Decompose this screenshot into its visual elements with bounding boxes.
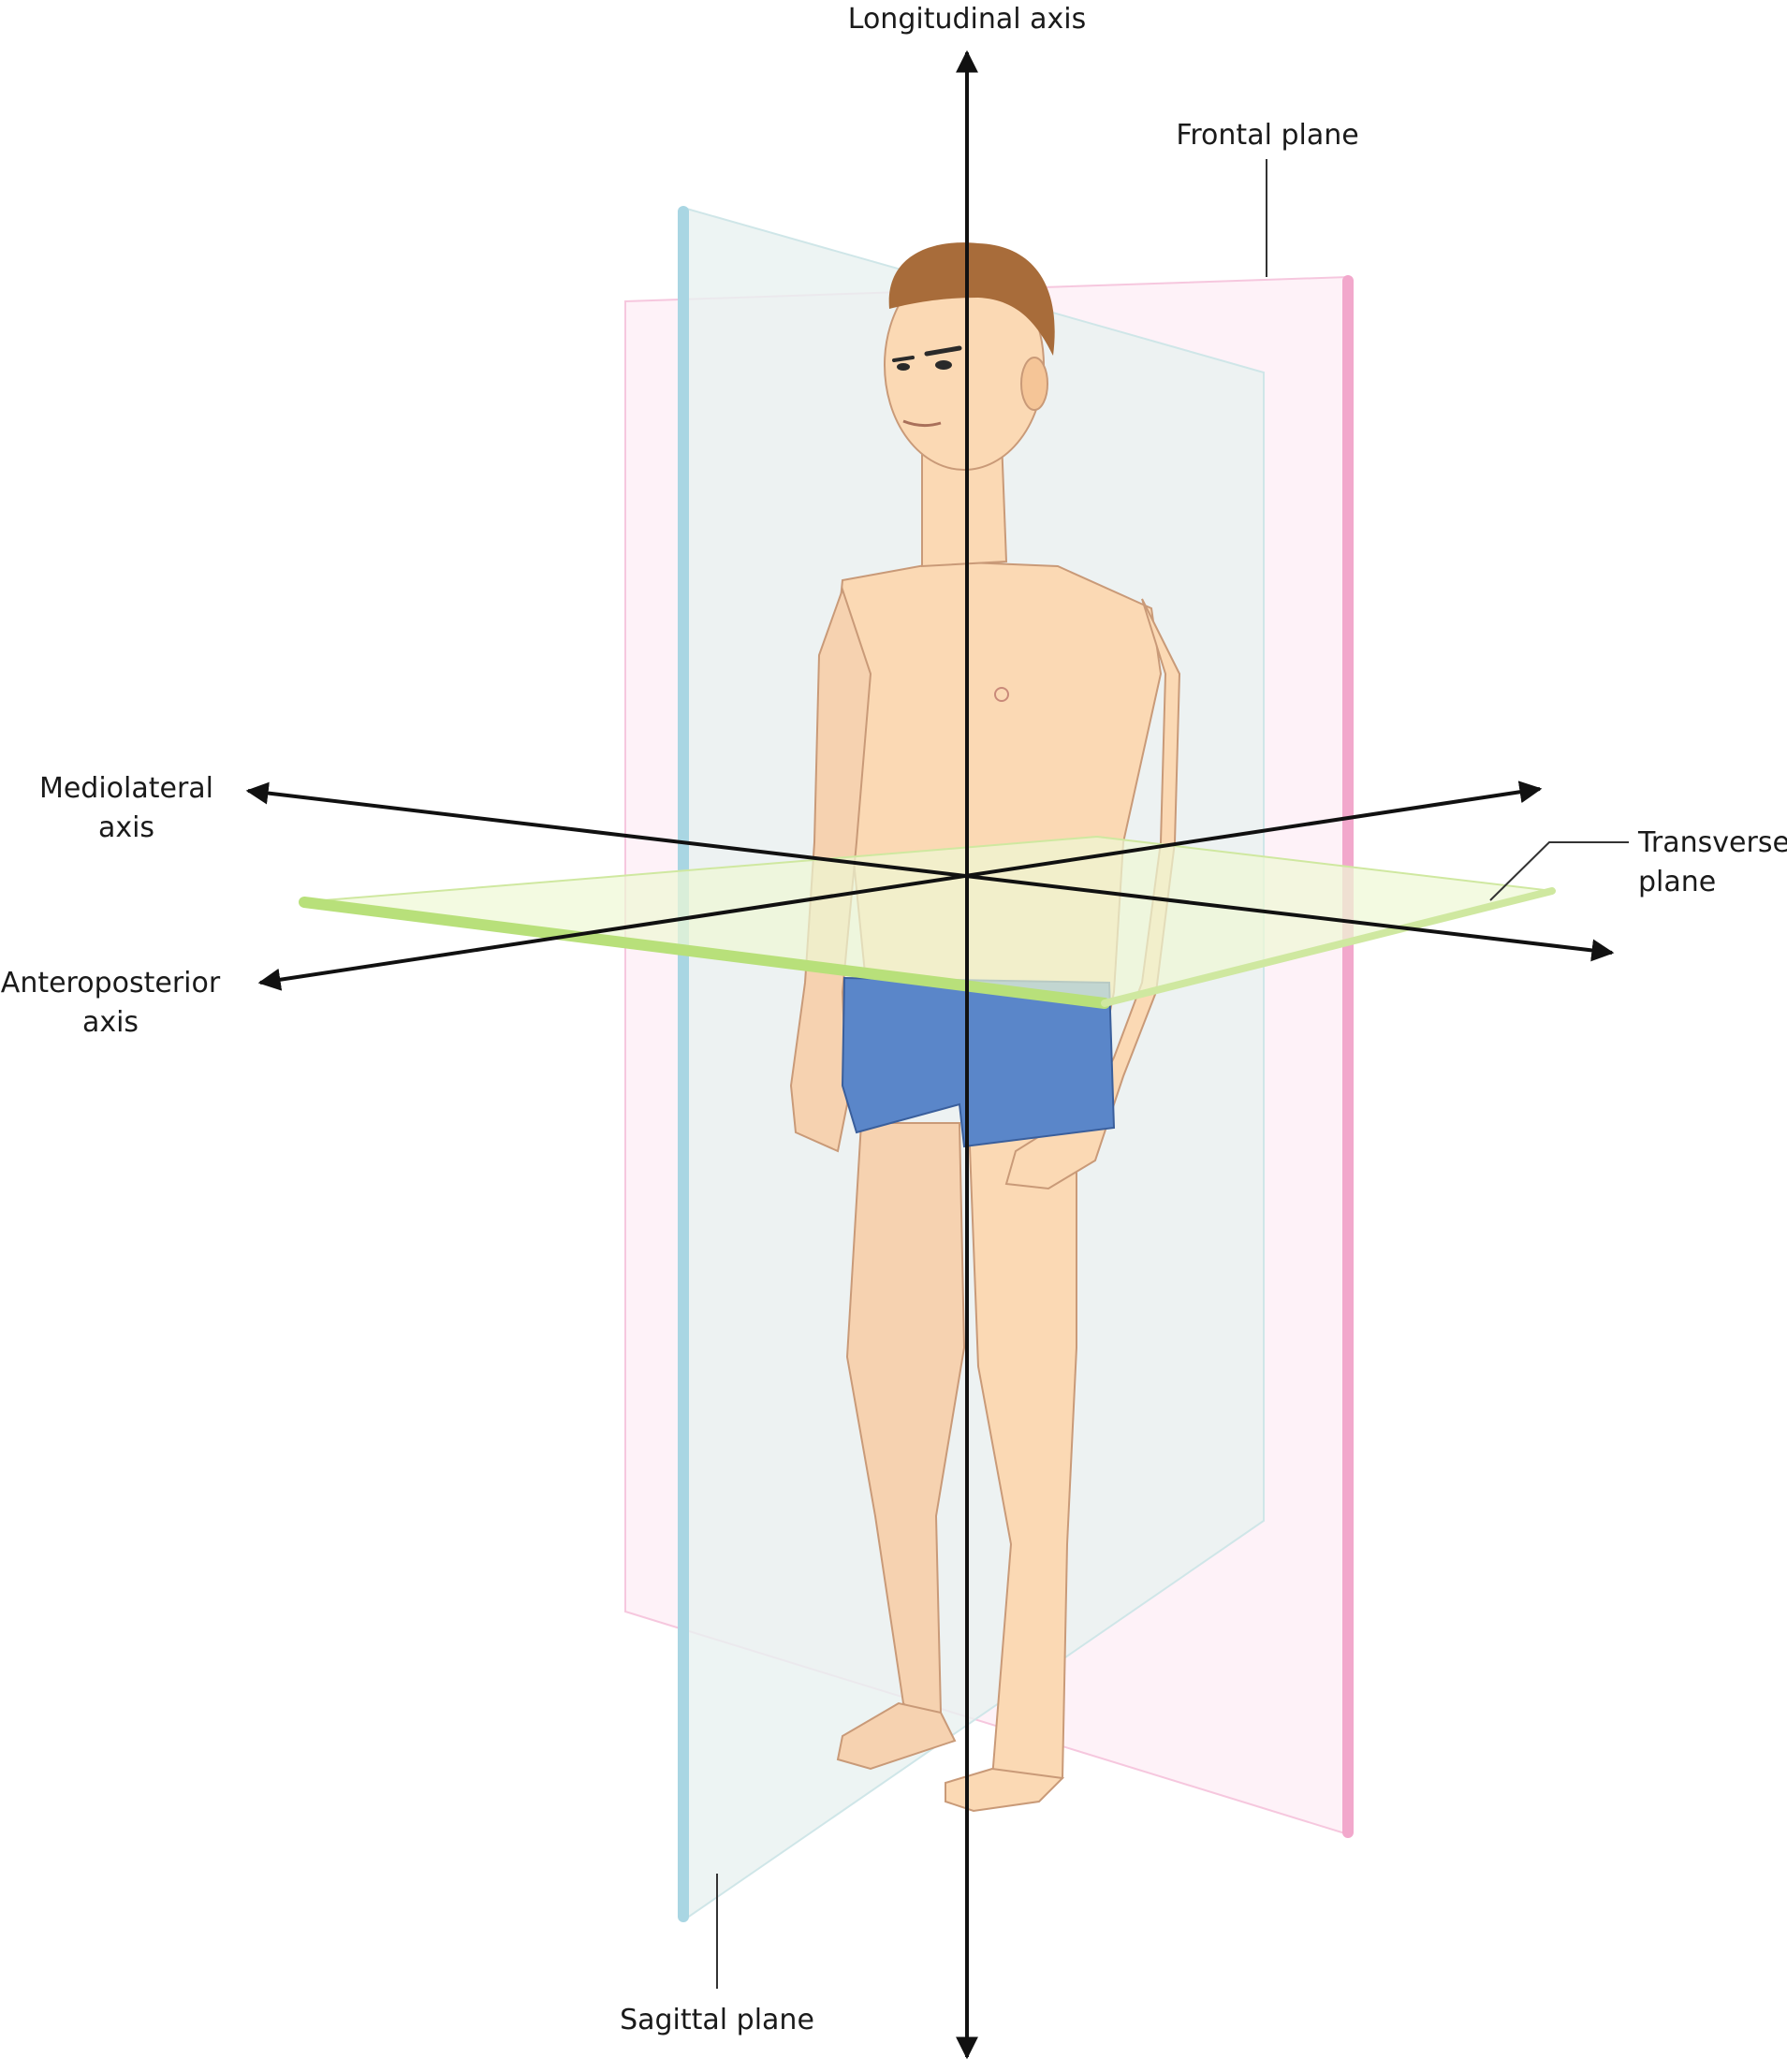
sagittal-plane-label: Sagittal plane bbox=[620, 2004, 814, 2036]
transverse-plane-label-line2: plane bbox=[1638, 866, 1717, 898]
transverse-plane-label-line1: Transverse bbox=[1638, 826, 1787, 859]
transverse-plane-leader bbox=[1489, 841, 1629, 901]
anteroposterior-axis-label-line1: Anteroposterior bbox=[0, 967, 221, 1000]
mediolateral-axis-label-line2: axis bbox=[97, 811, 155, 844]
transverse-plane bbox=[299, 835, 1556, 1009]
mediolateral-axis-label-line1: Mediolateral bbox=[38, 772, 214, 805]
mediolateral-axis-label: Mediolateral axis bbox=[21, 769, 232, 848]
transverse-plane-label: Transverse plane bbox=[1638, 824, 1787, 902]
anteroposterior-axis-label-line2: axis bbox=[81, 1006, 139, 1039]
longitudinal-axis-label: Longitudinal axis bbox=[847, 3, 1087, 36]
frontal-plane-label: Frontal plane bbox=[1176, 119, 1359, 152]
anteroposterior-axis-label: Anteroposterior axis bbox=[0, 964, 221, 1043]
axes bbox=[245, 50, 1615, 2060]
anteroposterior-axis-line bbox=[257, 781, 1543, 991]
leader-lines bbox=[716, 159, 1629, 1989]
